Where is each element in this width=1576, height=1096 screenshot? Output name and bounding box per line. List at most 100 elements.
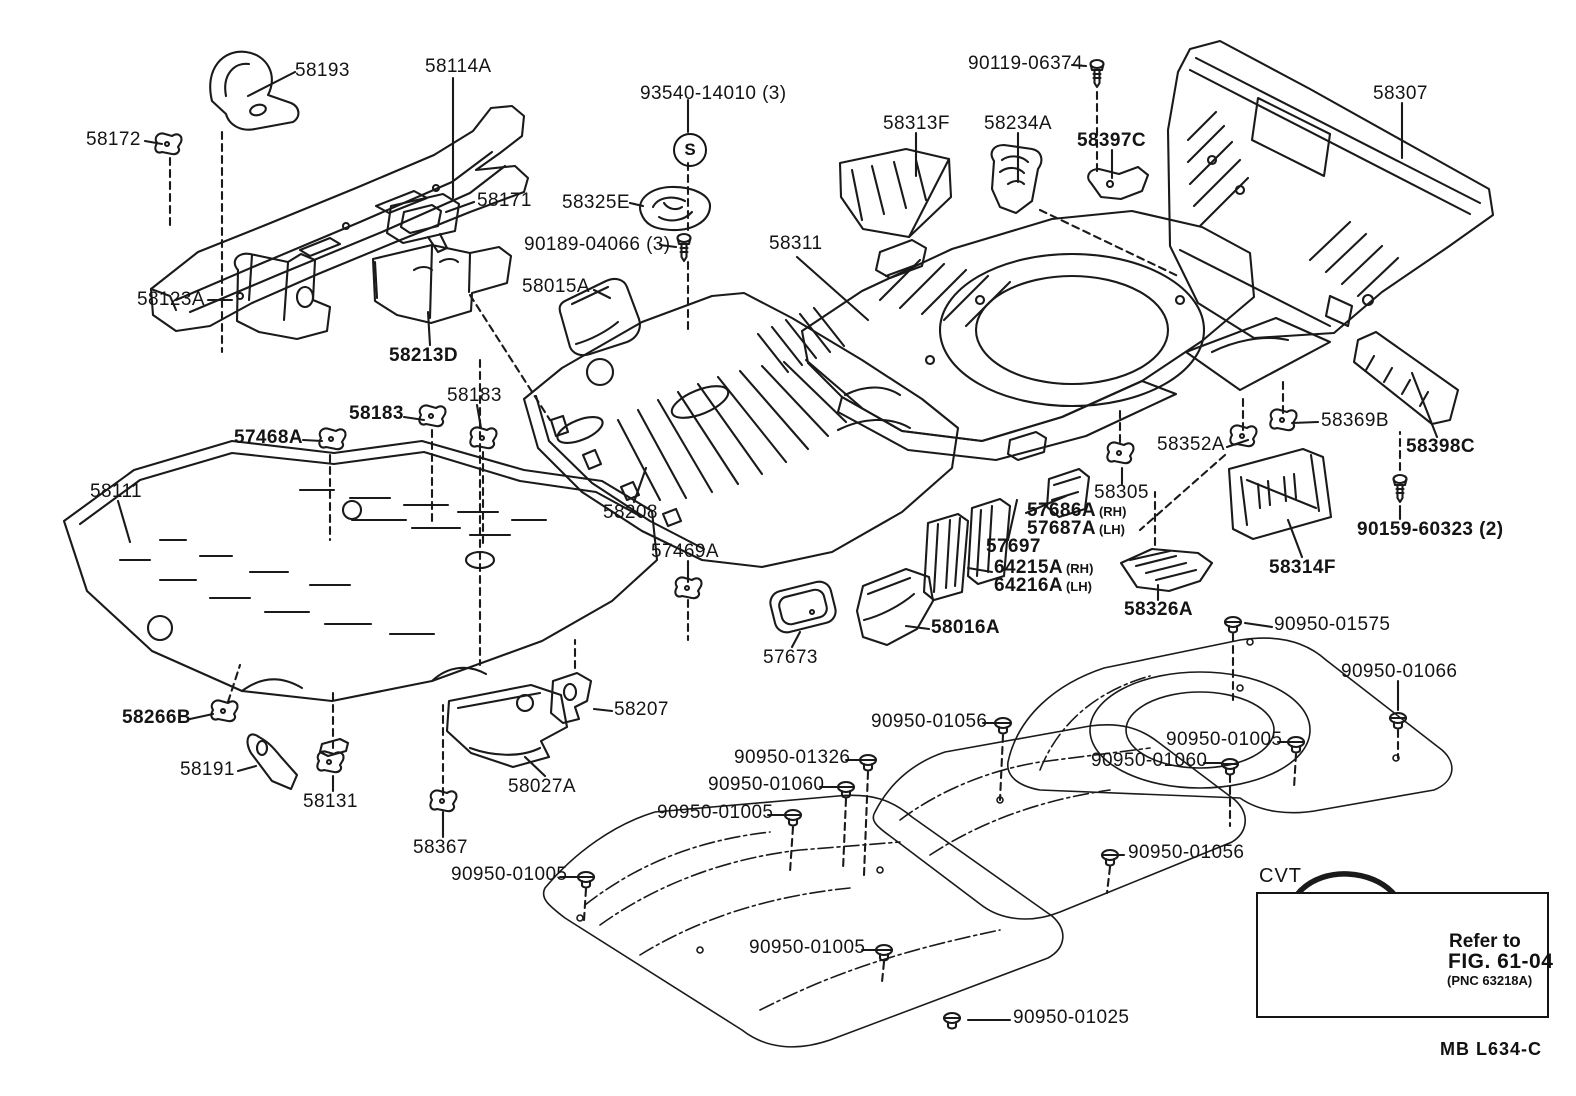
part-number: 57469A	[651, 541, 719, 562]
part-number: 90119-06374	[968, 53, 1083, 74]
part-label-58326A: 58326A	[1124, 600, 1193, 619]
part-label-90950-01575: 90950-01575	[1274, 615, 1390, 634]
part-label-58193: 58193	[295, 61, 350, 80]
part-number: 90950-01005	[657, 802, 774, 823]
part-number: 58311	[769, 233, 823, 254]
part-number: 58016A	[931, 617, 1000, 638]
part-label-58171: 58171	[477, 191, 532, 210]
part-label-58208: 58208	[603, 503, 658, 522]
rear-end-panel-58307	[1166, 39, 1495, 340]
bracket-58213D	[371, 243, 513, 325]
bracket-58207	[549, 671, 593, 725]
part-label-58398C: 58398C	[1406, 437, 1475, 456]
part-label-64215A: 64215A(RH)	[994, 558, 1093, 577]
part-label-58123A: 58123A	[137, 290, 205, 309]
cvt-inset-title: CVT	[1259, 865, 1302, 887]
part-number: 58266B	[122, 707, 191, 728]
part-label-58015A: 58015A	[522, 277, 590, 296]
part-number: 58307	[1373, 83, 1428, 104]
part-label-58111: 58111	[90, 482, 142, 501]
part-label-90119-06374: 90119-06374	[968, 54, 1083, 73]
part-number: 57686A	[1027, 500, 1096, 521]
part-number: 58183	[349, 403, 404, 424]
part-number: 58208	[603, 502, 658, 523]
panel-58314F	[1227, 447, 1333, 541]
bracket-58123A	[233, 252, 332, 341]
part-number: 57697	[986, 536, 1041, 557]
part-number: 90950-01060	[1091, 750, 1208, 771]
part-number: 58193	[295, 60, 350, 81]
part-number: 58313F	[883, 113, 950, 134]
part-label-90950-01056-1: 90950-01056	[871, 712, 987, 731]
part-label-58352A: 58352A	[1157, 435, 1225, 454]
part-label-90950-01056-2: 90950-01056	[1128, 843, 1244, 862]
part-number: 90950-01575	[1274, 614, 1391, 635]
part-label-58183-2: 58183	[447, 386, 502, 405]
part-number: 90189-04066 (3)	[524, 234, 671, 255]
part-label-58307: 58307	[1373, 84, 1428, 103]
part-number: 64215A	[994, 557, 1063, 578]
part-number: 57687A	[1027, 518, 1096, 539]
part-label-93540-14010: 93540-14010 (3)	[640, 84, 787, 103]
part-number: 58397C	[1077, 130, 1146, 151]
silencer-sheet-front	[542, 794, 1064, 1048]
part-number: 58326A	[1124, 599, 1193, 620]
part-label-58172: 58172	[86, 130, 141, 149]
brackets-57697-64215A	[922, 497, 1012, 602]
part-number: 58111	[90, 481, 143, 502]
part-label-58397C: 58397C	[1077, 131, 1146, 150]
clip-57468A	[318, 427, 347, 451]
part-number: 58191	[180, 759, 235, 780]
cvt-note-refer-to: Refer to	[1449, 931, 1521, 952]
strip-58398C	[1352, 330, 1460, 426]
part-label-58114A: 58114A	[425, 57, 492, 76]
part-label-64216A: 64216A(LH)	[994, 576, 1092, 595]
part-number: 90159-60323 (2)	[1357, 519, 1504, 540]
clip-58183-1	[418, 404, 447, 428]
part-number: 58114A	[425, 56, 492, 77]
part-number: 58398C	[1406, 436, 1475, 457]
clip-58266B	[210, 699, 239, 723]
part-label-90159-60323: 90159-60323 (2)	[1357, 520, 1504, 539]
part-label-58305: 58305	[1094, 483, 1149, 502]
part-label-58266B: 58266B	[122, 708, 191, 727]
part-number: 58027A	[508, 776, 576, 797]
part-number: 90950-01005	[749, 937, 866, 958]
side-suffix: (LH)	[1065, 579, 1092, 594]
part-number: 58213D	[389, 345, 458, 366]
part-number: 58369B	[1321, 410, 1389, 431]
clip-58183-2	[469, 426, 498, 450]
side-suffix: (RH)	[1065, 561, 1094, 576]
part-number: 58305	[1094, 482, 1149, 503]
bracket-58234A	[990, 143, 1043, 215]
part-number: 57468A	[234, 427, 303, 448]
part-label-90189-04066: 90189-04066 (3)	[524, 235, 671, 254]
part-number: 58171	[477, 190, 532, 211]
leader-lines-dashed	[168, 90, 1402, 984]
part-label-90950-01326: 90950-01326	[734, 748, 850, 767]
bracket-58313F	[838, 147, 953, 239]
part-number: 90950-01066	[1341, 661, 1458, 682]
gasket-58325E	[638, 185, 712, 232]
part-label-58234A: 58234A	[984, 114, 1052, 133]
part-label-90950-01005-4: 90950-01005	[749, 938, 865, 957]
part-label-58207: 58207	[614, 700, 669, 719]
part-label-58369B: 58369B	[1321, 411, 1389, 430]
part-label-90950-01025: 90950-01025	[1013, 1008, 1129, 1027]
part-label-58191: 58191	[180, 760, 235, 779]
part-number: 58172	[86, 129, 141, 150]
part-number: 58325E	[562, 192, 630, 213]
part-label-90950-01060-1: 90950-01060	[708, 775, 824, 794]
ring-57673	[769, 580, 837, 634]
part-number: 58367	[413, 837, 468, 858]
part-number: 58131	[303, 791, 358, 812]
pad-58015A	[558, 277, 641, 357]
part-label-58325E: 58325E	[562, 193, 630, 212]
rear-floor-pan-58311	[800, 209, 1332, 462]
part-label-57468A: 57468A	[234, 428, 303, 447]
floor-pan-58111	[62, 439, 659, 703]
clip-58305	[1106, 441, 1135, 465]
part-label-57697: 57697	[986, 537, 1041, 556]
